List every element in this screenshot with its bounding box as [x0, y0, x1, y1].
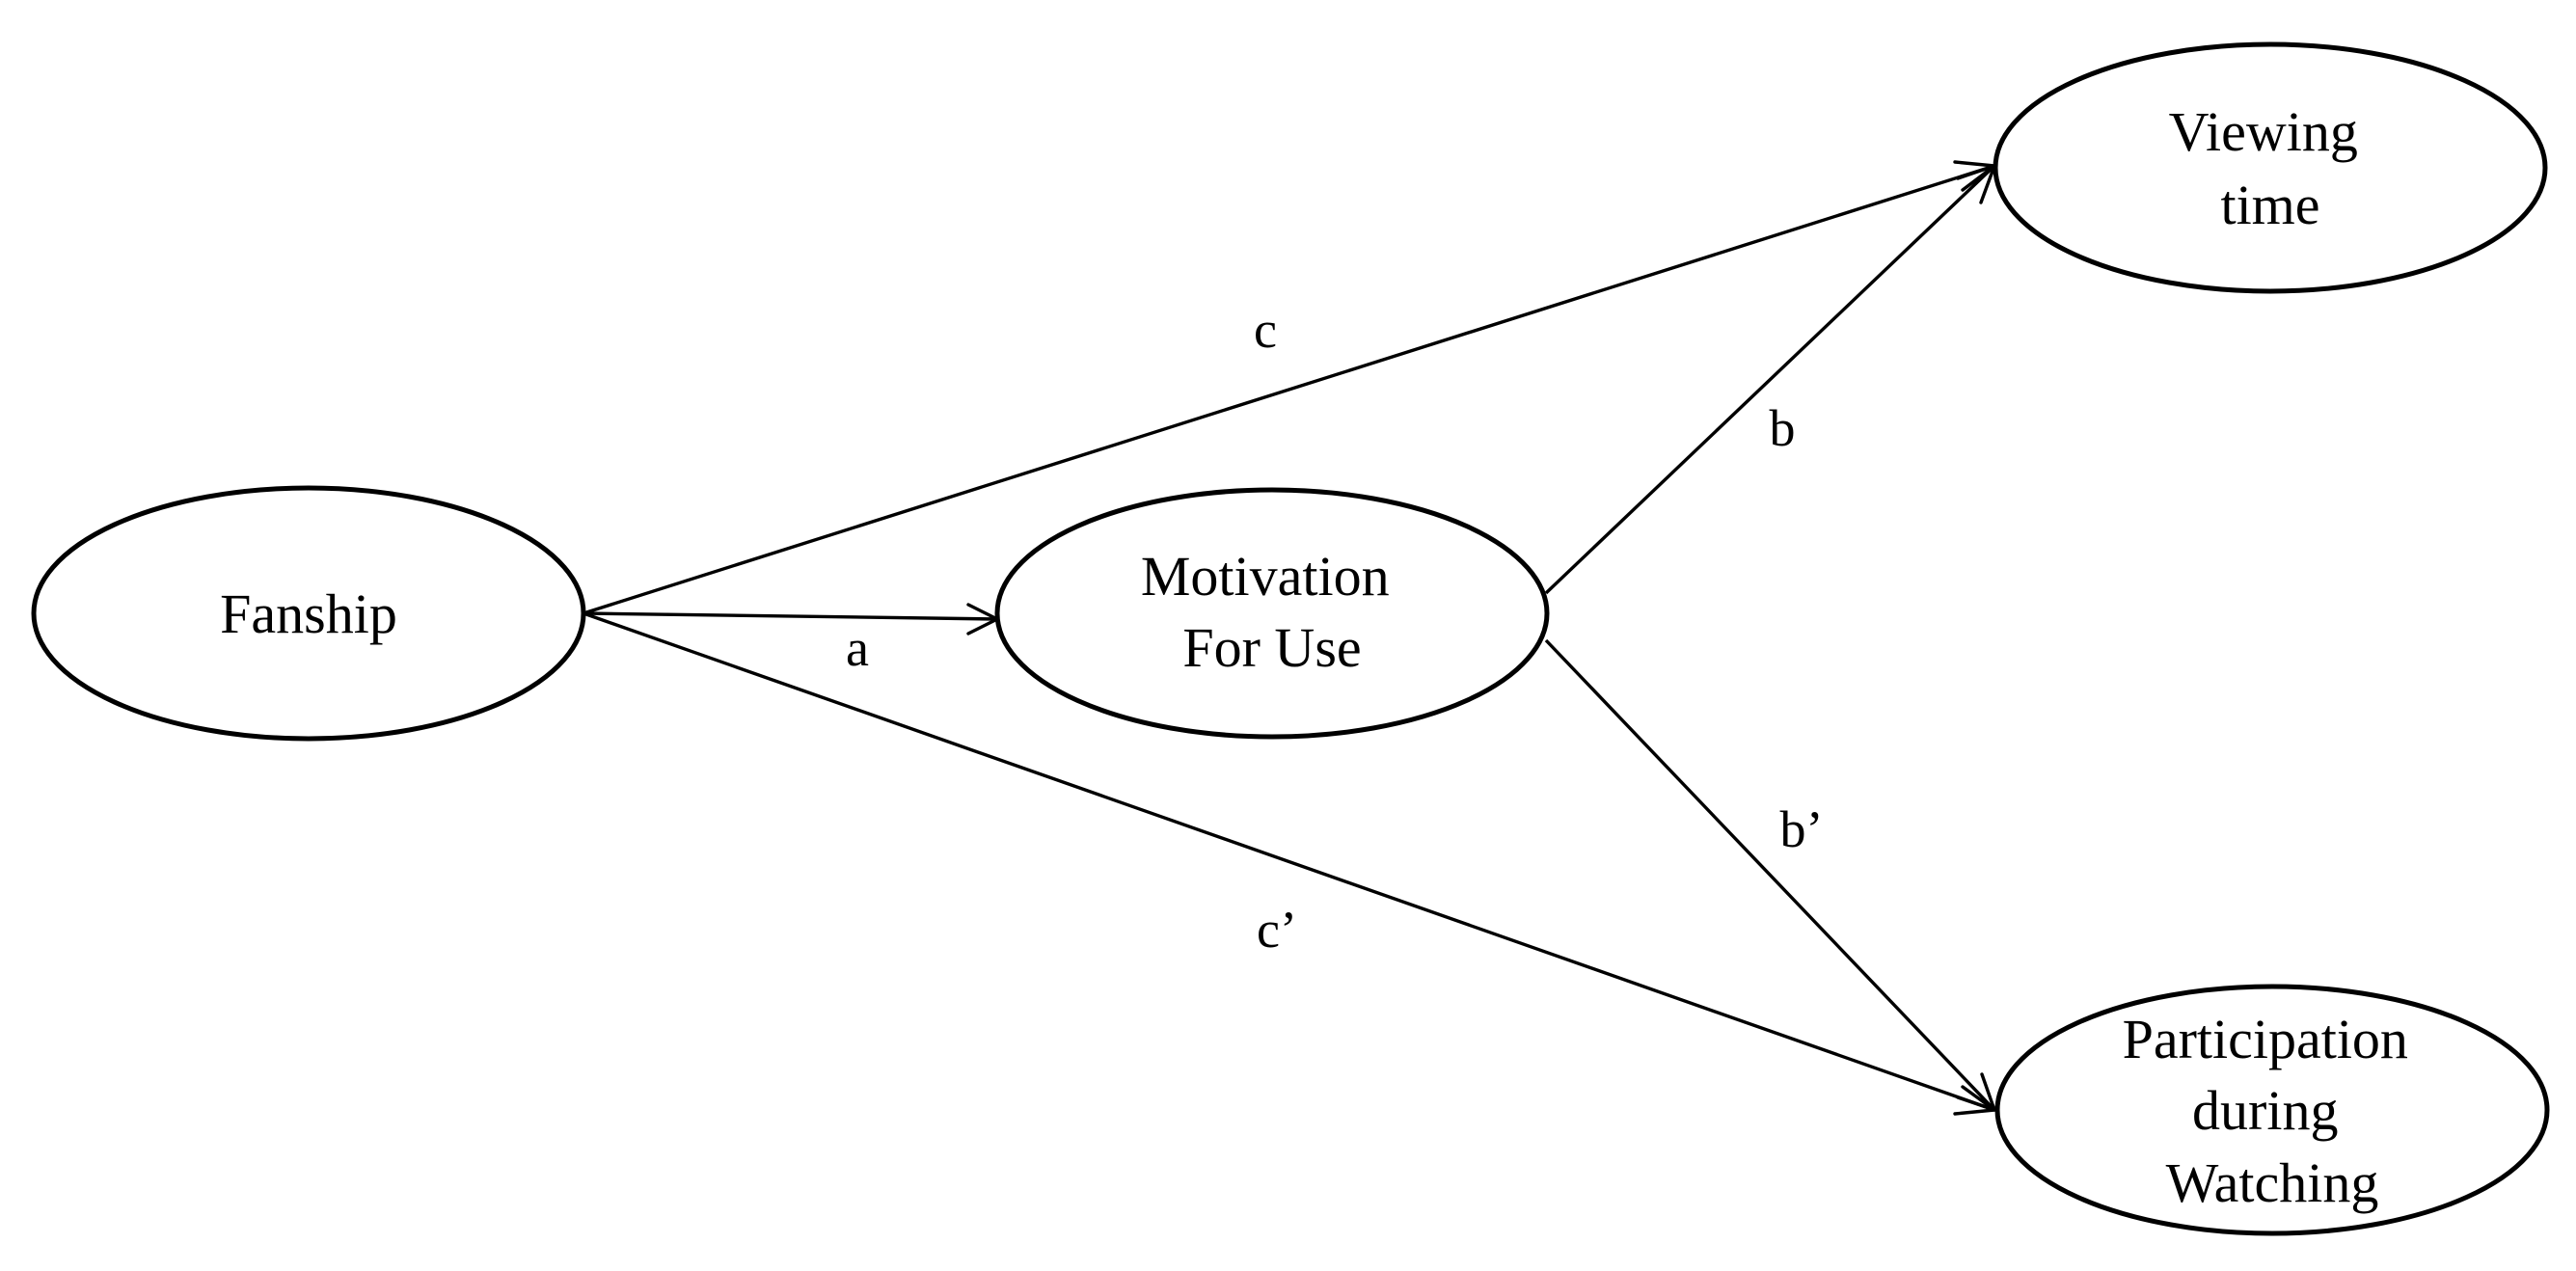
- node-motivation-label: Motivation For Use: [1141, 545, 1403, 679]
- node-viewing-time-ellipse: [1993, 41, 2548, 294]
- edge-b-prime-arrowhead: [1956, 1072, 1996, 1112]
- node-participation-label: Participation during Watching: [2123, 1008, 2423, 1214]
- node-viewing-time-label: Viewing time: [2169, 100, 2373, 236]
- node-fanship: Fanship: [31, 485, 586, 742]
- node-viewing-time-line-2: time: [2220, 174, 2319, 236]
- edge-a-line: [583, 611, 998, 621]
- edge-c: c: [583, 160, 1996, 615]
- node-participation-line-1: Participation: [2123, 1008, 2408, 1070]
- node-participation-line-3: Watching: [2166, 1151, 2379, 1214]
- node-participation: Participation during Watching: [1994, 984, 2550, 1236]
- node-motivation: Motivation For Use: [994, 487, 1550, 740]
- node-participation-ellipse: [1994, 984, 2550, 1236]
- edge-a-label: a: [846, 619, 869, 677]
- nodes: Fanship Motivation For Use Viewing time …: [31, 41, 2550, 1236]
- edge-c-label: c: [1254, 301, 1277, 359]
- edge-b-prime: b’: [1544, 638, 1996, 1112]
- node-participation-line-2: during: [2192, 1079, 2338, 1142]
- edge-a: a: [583, 603, 999, 677]
- node-fanship-ellipse: [31, 485, 586, 742]
- node-viewing-time: Viewing time: [1993, 41, 2548, 294]
- edge-b-prime-label: b’: [1780, 800, 1824, 858]
- edge-b-prime-line: [1544, 638, 1996, 1112]
- edge-c-prime-line: [583, 611, 1995, 1112]
- edge-c-line: [583, 164, 1995, 615]
- node-motivation-line-1: Motivation: [1141, 545, 1390, 608]
- node-viewing-time-line-1: Viewing: [2169, 100, 2358, 163]
- node-motivation-ellipse: [994, 487, 1550, 740]
- edge-b-label: b: [1770, 399, 1796, 457]
- edge-b-line: [1544, 164, 1996, 595]
- edge-c-prime-label: c’: [1257, 901, 1297, 959]
- node-motivation-line-2: For Use: [1182, 616, 1361, 679]
- edge-b: b: [1544, 164, 1996, 595]
- node-fanship-label: Fanship: [220, 582, 397, 645]
- node-fanship-line-1: Fanship: [220, 582, 397, 645]
